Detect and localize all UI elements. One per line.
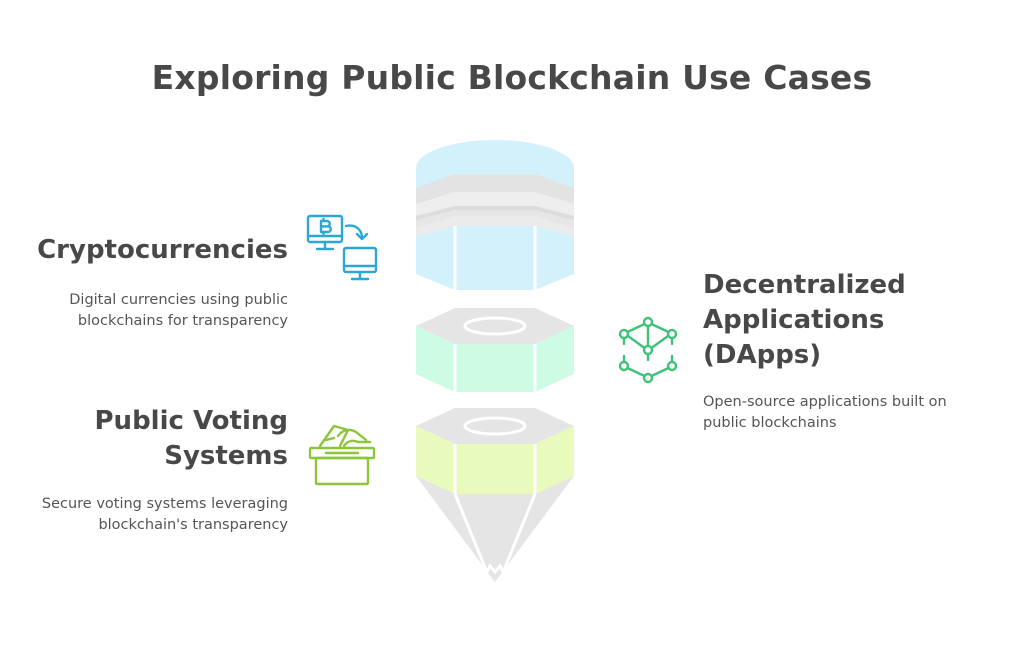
heading-cryptocurrencies: Cryptocurrencies — [37, 235, 288, 265]
segment-body — [416, 226, 574, 290]
network-nodes-icon — [618, 316, 678, 384]
gray-band — [416, 192, 574, 216]
heading-line: Systems — [164, 441, 288, 471]
heading-decentralized-applications: Decentralized Applications (DApps) — [703, 268, 1003, 373]
heading-line: (DApps) — [703, 340, 822, 370]
description-decentralized-applications: Open-source applications built on public… — [703, 392, 1003, 434]
description-line: Secure voting systems leveraging — [41, 496, 288, 512]
description-cryptocurrencies: Digital currencies using public blockcha… — [0, 290, 288, 332]
description-line: blockchains for transparency — [77, 313, 288, 329]
heading-public-voting-systems: Public Voting Systems — [0, 404, 289, 474]
description-public-voting-systems: Secure voting systems leveraging blockch… — [0, 494, 288, 536]
heading-line: Decentralized — [703, 270, 906, 300]
description-line: Open-source applications built on — [703, 394, 947, 410]
segment-middle-green — [416, 308, 574, 392]
segment-lower-lime — [416, 408, 574, 494]
page-title: Exploring Public Blockchain Use Cases — [151, 58, 873, 97]
description-line: Digital currencies using public — [69, 292, 288, 308]
ballot-box-icon — [308, 424, 376, 486]
pencil-tip — [416, 476, 574, 582]
description-line: public blockchains — [703, 415, 837, 431]
heading-line: Applications — [703, 305, 885, 335]
description-line: blockchain's transparency — [98, 517, 288, 533]
bitcoin-transfer-icon — [306, 214, 378, 281]
heading-line: Public Voting — [94, 406, 289, 436]
segment-top-blue — [416, 140, 574, 290]
pencil-diagram — [416, 140, 574, 582]
